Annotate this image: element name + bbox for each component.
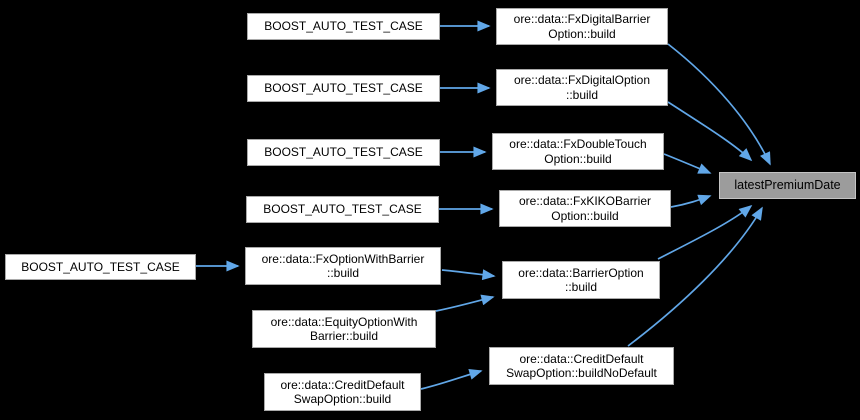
node-credit-default-swap-option-build[interactable]: ore::data::CreditDefault SwapOption::bui… xyxy=(264,373,421,411)
node-label: latestPremiumDate xyxy=(734,178,841,193)
node-fx-kiko-barrier-option-build[interactable]: ore::data::FxKIKOBarrier Option::build xyxy=(499,190,671,227)
edge-fx-kiko-barrier-latest-premium-date xyxy=(670,194,712,208)
node-boost-test-case-3[interactable]: BOOST_AUTO_TEST_CASE xyxy=(247,139,440,166)
node-label-line2: SwapOption::buildNoDefault xyxy=(506,366,657,380)
node-boost-test-case-2[interactable]: BOOST_AUTO_TEST_CASE xyxy=(247,75,440,102)
node-label: BOOST_AUTO_TEST_CASE xyxy=(263,202,422,217)
node-label-line1: ore::data::FxOptionWithBarrier xyxy=(261,251,425,266)
node-label-line2: ::build xyxy=(564,280,598,294)
node-credit-default-swap-option-build-no-default[interactable]: ore::data::CreditDefault SwapOption::bui… xyxy=(489,347,674,385)
edge-build-no-default-latest-premium-date xyxy=(627,206,763,347)
node-label-line1: ore::data::CreditDefault xyxy=(519,351,644,366)
node-label: BOOST_AUTO_TEST_CASE xyxy=(21,259,180,274)
node-fx-option-with-barrier-build[interactable]: ore::data::FxOptionWithBarrier ::build xyxy=(245,247,441,285)
node-boost-test-case-fxoptionwithbarrier[interactable]: BOOST_AUTO_TEST_CASE xyxy=(5,254,196,280)
node-label-line2: SwapOption::build xyxy=(293,392,392,406)
node-label-line1: ore::data::FxDigitalBarrier xyxy=(513,12,651,26)
edge-fx-digital-barrier-latest-premium-date xyxy=(667,43,771,166)
node-label-line1: ore::data::EquityOptionWith xyxy=(270,314,418,329)
node-label-line1: ore::data::FxDigitalOption xyxy=(513,73,651,87)
node-fx-digital-barrier-option-build[interactable]: ore::data::FxDigitalBarrier Option::buil… xyxy=(496,8,668,45)
node-label-line2: Option::build xyxy=(544,151,612,166)
edge-fx-digital-option-latest-premium-date xyxy=(667,101,753,162)
node-label: BOOST_AUTO_TEST_CASE xyxy=(264,81,423,96)
node-label-line1: ore::data::BarrierOption xyxy=(518,265,644,280)
node-label-line1: ore::data::FxKIKOBarrier xyxy=(518,194,652,208)
node-label-line2: Option::build xyxy=(548,26,616,41)
node-label-line1: ore::data::FxDoubleTouch xyxy=(509,137,647,151)
node-label-line1: ore::data::CreditDefault xyxy=(280,377,405,392)
node-equity-option-with-barrier-build[interactable]: ore::data::EquityOptionWith Barrier::bui… xyxy=(252,310,436,348)
node-boost-test-case-4[interactable]: BOOST_AUTO_TEST_CASE xyxy=(246,196,439,223)
edge-barrier-option-latest-premium-date xyxy=(657,204,753,260)
node-barrier-option-build[interactable]: ore::data::BarrierOption ::build xyxy=(502,261,660,299)
edge-cds-build-build-no-default xyxy=(420,369,483,390)
node-fx-double-touch-option-build[interactable]: ore::data::FxDoubleTouch Option::build xyxy=(492,133,664,170)
node-label-line2: ::build xyxy=(326,266,360,280)
edge-fx-double-touch-latest-premium-date xyxy=(663,153,712,174)
node-boost-test-case-1[interactable]: BOOST_AUTO_TEST_CASE xyxy=(247,13,440,40)
node-label-line2: Option::build xyxy=(551,208,619,223)
node-fx-digital-option-build[interactable]: ore::data::FxDigitalOption ::build xyxy=(496,69,668,106)
node-latest-premium-date: latestPremiumDate xyxy=(719,172,856,199)
edge-fx-option-with-barrier-barrier-option xyxy=(441,269,496,281)
node-label-line2: Barrier::build xyxy=(309,329,379,343)
edge-equity-option-barrier-option xyxy=(435,294,495,312)
node-label: BOOST_AUTO_TEST_CASE xyxy=(264,19,423,34)
node-label-line2: ::build xyxy=(565,87,599,102)
node-label: BOOST_AUTO_TEST_CASE xyxy=(264,145,423,160)
